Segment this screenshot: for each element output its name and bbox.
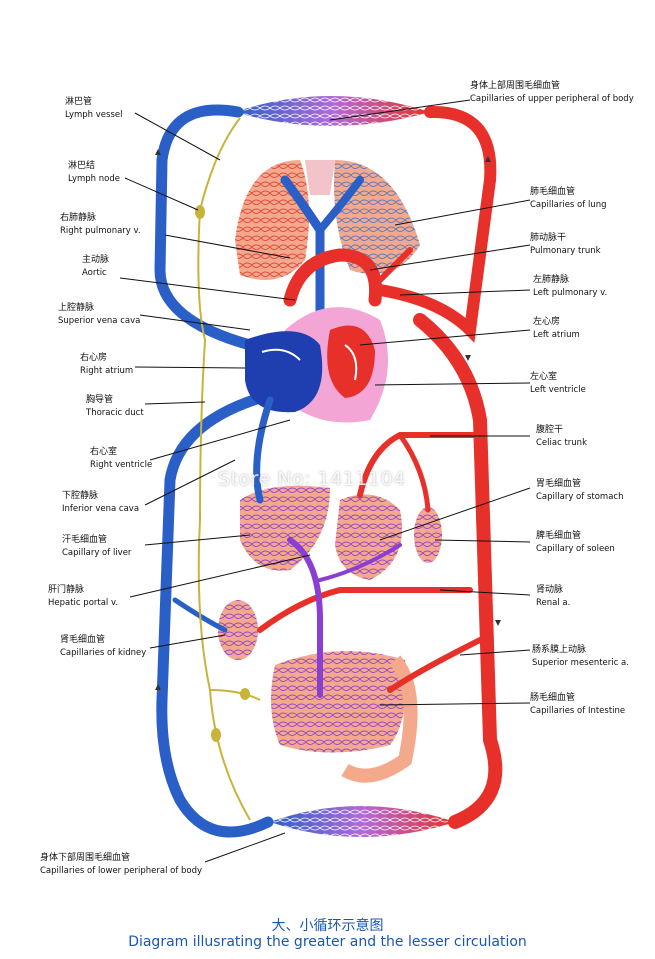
label-stomach-capillary-zh: 胃毛细血管	[536, 479, 582, 489]
label-aortic-zh: 主动脉	[82, 255, 110, 265]
label-left-pulmonary-vein-zh: 左肺静脉	[533, 275, 570, 285]
label-lymph-node-zh: 淋巴结	[68, 161, 96, 171]
label-superior-mesenteric-artery-zh: 肠系膜上动脉	[532, 645, 587, 655]
label-lung-capillaries-en: Capillaries of lung	[530, 200, 607, 210]
label-thoracic-duct: 胸导管 Thoracic duct	[86, 394, 144, 420]
label-intestine-capillaries: 肠毛细血管 Capillaries of Intestine	[530, 692, 625, 718]
kidney	[218, 600, 258, 660]
flow-arrows	[155, 149, 501, 690]
label-kidney-capillaries-en: Capillaries of kidney	[60, 648, 147, 658]
label-left-pulmonary-vein: 左肺静脉 Left pulmonary v.	[533, 274, 607, 300]
intestine	[271, 651, 418, 783]
label-lymph-node: 淋巴结 Lymph node	[68, 160, 120, 186]
lymph-nodes	[195, 205, 250, 742]
label-renal-artery-zh: 肾动脉	[536, 585, 564, 595]
label-celiac-trunk-zh: 腹腔干	[536, 425, 564, 435]
label-superior-vena-cava-en: Superior vena cava	[58, 316, 141, 326]
label-lymph-vessel: 淋巴管 Lymph vessel	[65, 96, 122, 122]
label-lung-capillaries-zh: 肺毛细血管	[530, 187, 576, 197]
label-spleen-capillary: 脾毛细血管 Capillary of soleen	[536, 530, 615, 556]
label-celiac-trunk: 腹腔干 Celiac trunk	[536, 424, 587, 450]
label-pulmonary-trunk-zh: 肺动脉干	[530, 233, 567, 243]
label-right-pulmonary-vein-en: Right pulmonary v.	[60, 226, 141, 236]
label-inferior-vena-cava-zh: 下腔静脉	[62, 491, 99, 501]
label-right-ventricle-zh: 右心室	[90, 447, 118, 457]
label-liver-capillary-en: Capillary of liver	[62, 548, 132, 558]
label-liver-capillary-zh: 汗毛细血管	[62, 535, 108, 545]
label-superior-mesenteric-artery-en: Superior mesenteric a.	[532, 658, 629, 668]
caption-chinese: 大、小循环示意图	[271, 918, 384, 934]
label-superior-vena-cava-zh: 上腔静脉	[58, 303, 95, 313]
label-inferior-vena-cava-en: Inferior vena cava	[62, 504, 140, 514]
label-inferior-vena-cava: 下腔静脉 Inferior vena cava	[62, 490, 139, 516]
label-left-pulmonary-vein-en: Left pulmonary v.	[533, 288, 608, 298]
arterial-loop	[374, 105, 503, 829]
label-lower-capillaries-zh: 身体下部周围毛细血管	[40, 853, 131, 863]
label-hepatic-portal-vein: 肝门静脉 Hepatic portal v.	[48, 584, 118, 610]
label-left-atrium-zh: 左心房	[533, 317, 561, 327]
label-right-ventricle-en: Right ventricle	[90, 460, 153, 470]
label-right-atrium-zh: 右心房	[80, 353, 108, 363]
label-left-atrium: 左心房 Left atrium	[533, 316, 580, 342]
upper-capillary-bed	[235, 96, 430, 126]
pulmonary-vessels	[280, 175, 413, 325]
label-renal-artery: 肾动脉 Renal a.	[536, 584, 570, 610]
spleen	[414, 507, 442, 563]
label-hepatic-portal-vein-en: Hepatic portal v.	[48, 598, 119, 608]
label-left-ventricle-zh: 左心室	[530, 372, 558, 382]
label-intestine-capillaries-zh: 肠毛细血管	[530, 693, 576, 703]
label-lymph-vessel-zh: 淋巴管	[65, 97, 93, 107]
label-renal-artery-en: Renal a.	[536, 598, 571, 608]
label-pulmonary-trunk: 肺动脉干 Pulmonary trunk	[530, 232, 601, 258]
label-celiac-trunk-en: Celiac trunk	[536, 438, 587, 448]
label-lung-capillaries: 肺毛细血管 Capillaries of lung	[530, 186, 606, 212]
store-watermark: Store No: 1411104	[218, 468, 406, 490]
stomach	[335, 494, 402, 580]
label-upper-capillaries-en: Capillaries of upper peripheral of body	[470, 94, 634, 104]
abdominal-vessels	[172, 396, 483, 698]
label-right-atrium: 右心房 Right atrium	[80, 352, 133, 378]
caption-english: Diagram illusrating the greater and the …	[128, 934, 527, 950]
label-pulmonary-trunk-en: Pulmonary trunk	[530, 246, 601, 256]
label-stomach-capillary: 胃毛细血管 Capillary of stomach	[536, 478, 623, 504]
label-right-ventricle: 右心室 Right ventricle	[90, 446, 152, 472]
label-left-atrium-en: Left atrium	[533, 330, 580, 340]
leader-lines	[119, 99, 531, 863]
label-aortic-en: Aortic	[82, 268, 107, 278]
label-spleen-capillary-en: Capillary of soleen	[536, 544, 615, 554]
label-upper-capillaries-zh: 身体上部周围毛细血管	[470, 81, 561, 91]
label-right-pulmonary-vein-zh: 右肺静脉	[60, 213, 97, 223]
label-stomach-capillary-en: Capillary of stomach	[536, 492, 624, 502]
liver	[240, 485, 330, 571]
label-superior-vena-cava: 上腔静脉 Superior vena cava	[58, 302, 140, 328]
label-left-ventricle-en: Left ventricle	[530, 385, 586, 395]
label-spleen-capillary-zh: 脾毛细血管	[536, 531, 582, 541]
label-upper-capillaries: 身体上部周围毛细血管 Capillaries of upper peripher…	[470, 80, 634, 106]
label-liver-capillary: 汗毛细血管 Capillary of liver	[62, 534, 131, 560]
label-thoracic-duct-en: Thoracic duct	[86, 408, 144, 418]
label-lymph-vessel-en: Lymph vessel	[65, 110, 123, 120]
label-superior-mesenteric-artery: 肠系膜上动脉 Superior mesenteric a.	[532, 644, 629, 670]
label-lower-capillaries: 身体下部周围毛细血管 Capillaries of lower peripher…	[40, 852, 202, 878]
label-right-pulmonary-vein: 右肺静脉 Right pulmonary v.	[60, 212, 141, 238]
label-lower-capillaries-en: Capillaries of lower peripheral of body	[40, 866, 203, 876]
label-left-ventricle: 左心室 Left ventricle	[530, 371, 586, 397]
lower-capillary-bed	[270, 806, 455, 837]
label-intestine-capillaries-en: Capillaries of Intestine	[530, 706, 626, 716]
label-kidney-capillaries-zh: 肾毛细血管	[60, 635, 106, 645]
heart	[245, 307, 388, 423]
label-kidney-capillaries: 肾毛细血管 Capillaries of kidney	[60, 634, 146, 660]
label-hepatic-portal-vein-zh: 肝门静脉	[48, 585, 85, 595]
label-lymph-node-en: Lymph node	[68, 174, 120, 184]
label-thoracic-duct-zh: 胸导管	[86, 395, 114, 405]
venous-loop	[154, 104, 276, 838]
label-right-atrium-en: Right atrium	[80, 366, 134, 376]
label-aortic: 主动脉 Aortic	[82, 254, 109, 280]
